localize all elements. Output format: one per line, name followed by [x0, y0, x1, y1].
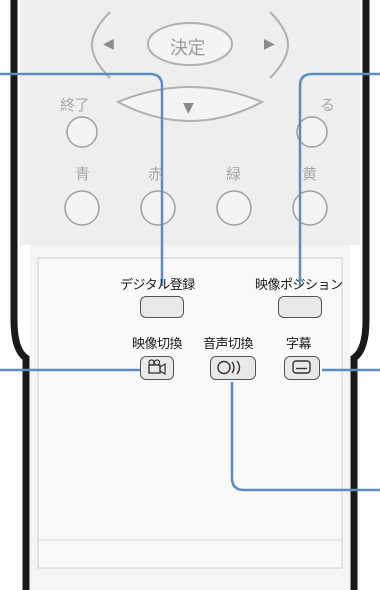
green-button[interactable]	[217, 191, 251, 225]
end-button[interactable]	[67, 117, 97, 147]
down-arrow-icon[interactable]: ▼	[183, 100, 194, 116]
subtitle-label: 字幕	[286, 337, 312, 352]
video-switch-label: 映像切換	[132, 337, 183, 352]
digital-register-label: デジタル登録	[120, 278, 195, 293]
video-switch-button[interactable]	[140, 356, 174, 380]
red-button-label: 赤	[148, 165, 163, 183]
yellow-button-label: 黄	[302, 165, 317, 183]
video-position-button[interactable]	[278, 296, 322, 318]
subtitle-button[interactable]	[284, 356, 320, 380]
left-arrow-icon[interactable]: ◀	[103, 36, 114, 52]
digital-register-button[interactable]	[140, 296, 184, 318]
audio-switch-label: 音声切換	[203, 337, 254, 352]
audio-switch-button[interactable]	[210, 356, 256, 380]
blue-button-label: 青	[75, 165, 90, 183]
red-button[interactable]	[141, 191, 175, 225]
yellow-button[interactable]	[293, 191, 327, 225]
video-position-label: 映像ポジション	[255, 278, 343, 293]
right-arrow-icon[interactable]: ▶	[264, 36, 275, 52]
subtitle-screen-icon	[292, 360, 311, 374]
back-button-label: る	[320, 96, 335, 114]
right-rail	[350, 0, 370, 590]
dpad-left-bracket	[90, 11, 111, 79]
sound-waves-icon	[217, 360, 241, 375]
dpad-center-button[interactable]: 決定	[170, 38, 206, 59]
camera-icon	[148, 359, 166, 376]
green-button-label: 緑	[226, 165, 241, 183]
blue-button[interactable]	[65, 191, 99, 225]
dpad-center-shape	[147, 22, 233, 66]
left-rail	[10, 0, 30, 590]
dpad-right-bracket	[269, 11, 290, 79]
end-button-label: 終了	[60, 96, 90, 114]
back-button[interactable]	[297, 117, 327, 147]
callout-lines	[0, 72, 380, 492]
